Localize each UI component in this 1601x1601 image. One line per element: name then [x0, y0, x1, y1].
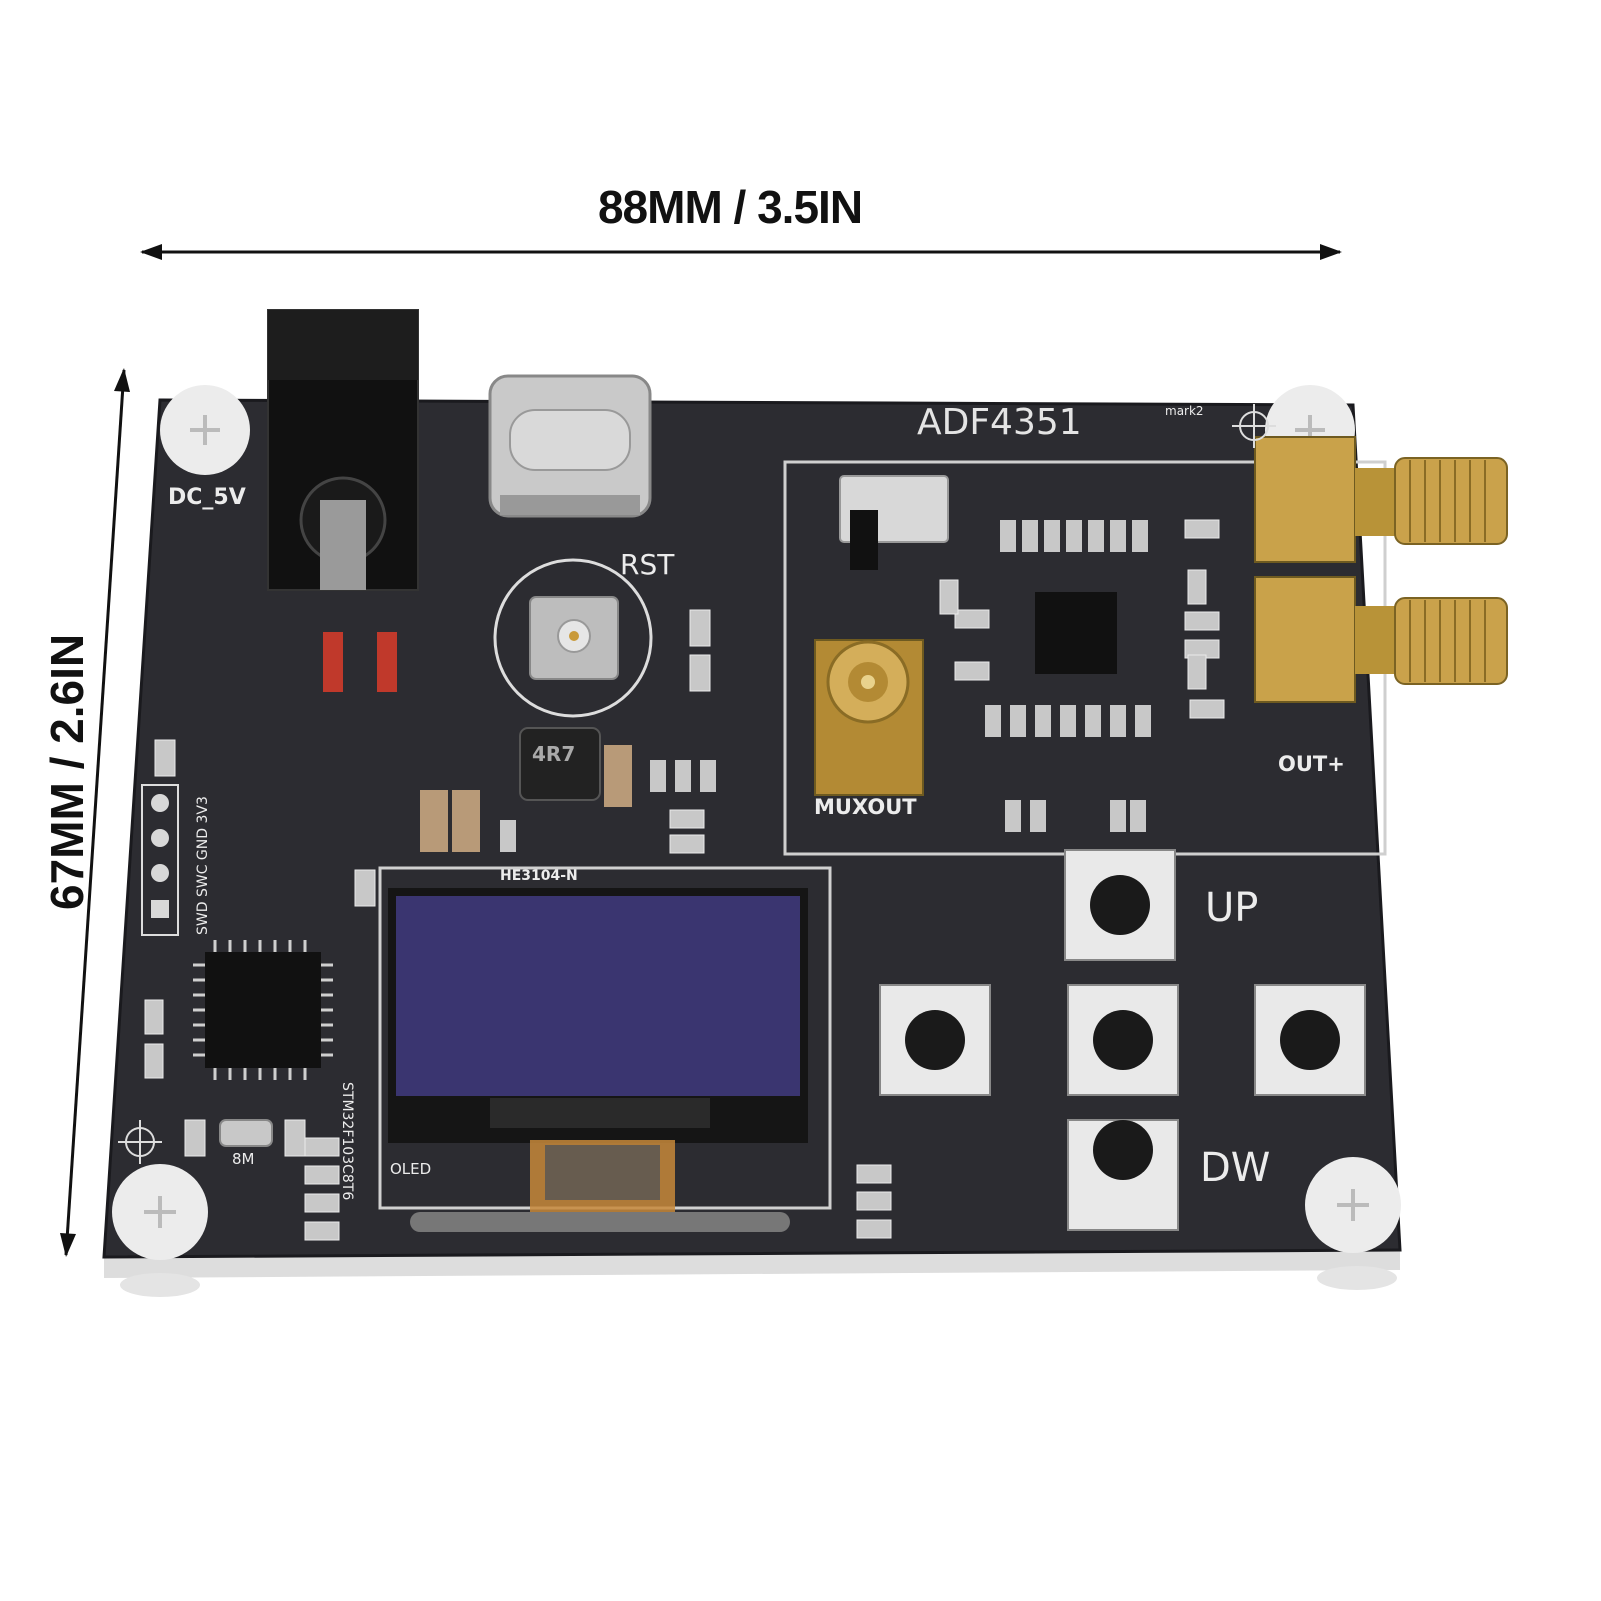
- muxout-label: MUXOUT: [814, 795, 917, 819]
- inductor-label: 4R7: [532, 742, 576, 766]
- right-button[interactable]: [1255, 985, 1365, 1095]
- button-up-switch: [1064, 849, 1176, 961]
- down-button[interactable]: [1068, 1120, 1178, 1230]
- left-button[interactable]: [880, 985, 990, 1095]
- up-button[interactable]: [1065, 850, 1175, 960]
- mark-label: mark2: [1165, 404, 1204, 418]
- header-pins-label: SWD SWC GND 3V3: [195, 796, 211, 935]
- crystal-label: 8M: [232, 1150, 255, 1168]
- mcu-label: STM32F103C8T6: [339, 1082, 355, 1201]
- reset-label: RST: [620, 548, 675, 581]
- out-label: OUT+: [1278, 752, 1345, 776]
- button-up-label: UP: [1205, 885, 1259, 931]
- standoff-top-left: [160, 385, 250, 475]
- display-label: OLED: [390, 1160, 432, 1178]
- ok-button[interactable]: [1068, 985, 1178, 1095]
- power-label: DC_5V: [168, 485, 246, 510]
- display-model: HE3104-N: [500, 868, 578, 884]
- chip-label: ADF4351: [917, 402, 1082, 443]
- button-down-label: DW: [1200, 1145, 1271, 1191]
- width-label: 88MM / 3.5IN: [597, 181, 863, 233]
- reset-button[interactable]: [530, 597, 618, 679]
